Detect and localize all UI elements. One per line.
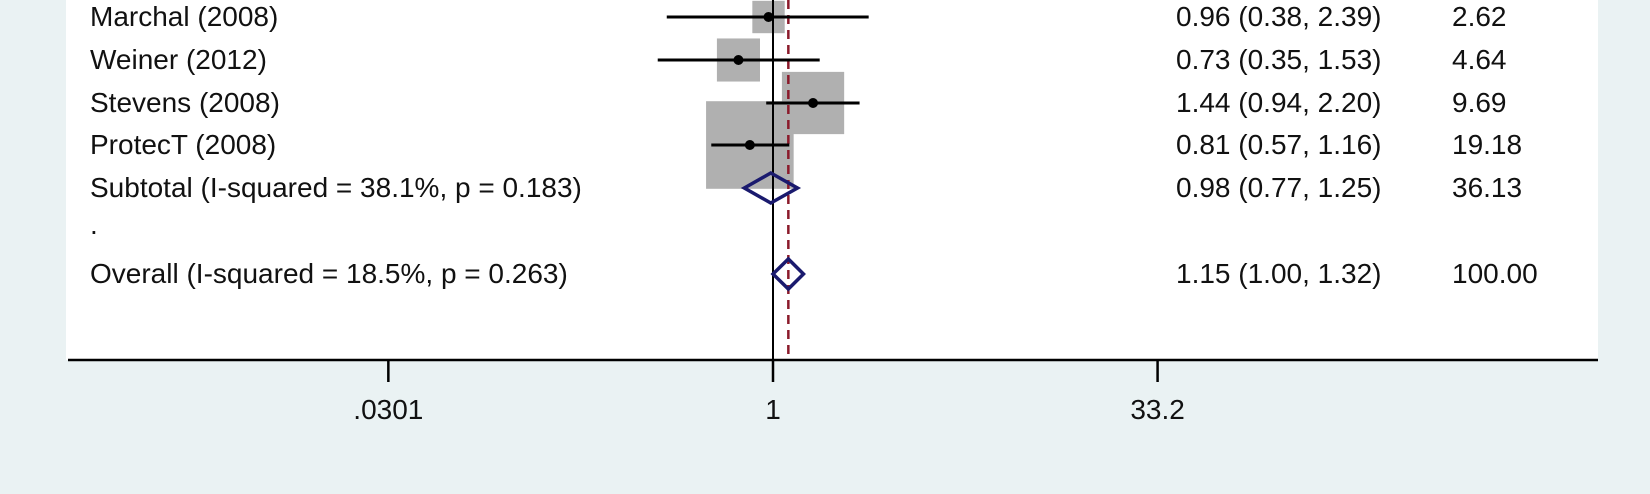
x-tick-label: 1	[765, 394, 781, 425]
effect-size-ci: 0.81 (0.57, 1.16)	[1176, 129, 1382, 160]
effect-size-ci: 1.15 (1.00, 1.32)	[1176, 258, 1382, 289]
effect-size-ci: 0.96 (0.38, 2.39)	[1176, 1, 1382, 32]
study-label: ProtecT (2008)	[90, 129, 277, 160]
study-label: Overall (I-squared = 18.5%, p = 0.263)	[90, 258, 568, 289]
spacer-row-label: .	[90, 209, 98, 240]
weight-percent: 36.13	[1452, 172, 1523, 203]
effect-size-ci: 0.73 (0.35, 1.53)	[1176, 44, 1382, 75]
weight-percent: 19.18	[1452, 129, 1523, 160]
pooled-diamond	[740, 170, 802, 206]
x-tick-label: 33.2	[1130, 394, 1185, 425]
point-estimate	[763, 12, 774, 22]
effect-size-ci: 0.98 (0.77, 1.25)	[1176, 172, 1382, 203]
weight-percent: 100.00	[1452, 258, 1538, 289]
x-tick-label: .0301	[353, 394, 424, 425]
study-label: Stevens (2008)	[90, 87, 280, 118]
weight-percent: 4.64	[1452, 44, 1507, 75]
point-estimate	[733, 55, 744, 65]
effect-size-ci: 1.44 (0.94, 2.20)	[1176, 87, 1382, 118]
point-estimate	[808, 98, 819, 108]
weight-percent: 9.69	[1452, 87, 1507, 118]
study-label: Subtotal (I-squared = 38.1%, p = 0.183)	[90, 172, 582, 203]
point-estimate	[744, 140, 755, 150]
weight-percent: 2.62	[1452, 1, 1507, 32]
plot-panel	[66, 0, 1598, 360]
pooled-diamond	[770, 256, 806, 292]
study-label: Marchal (2008)	[90, 1, 279, 32]
study-label: Weiner (2012)	[90, 44, 267, 75]
